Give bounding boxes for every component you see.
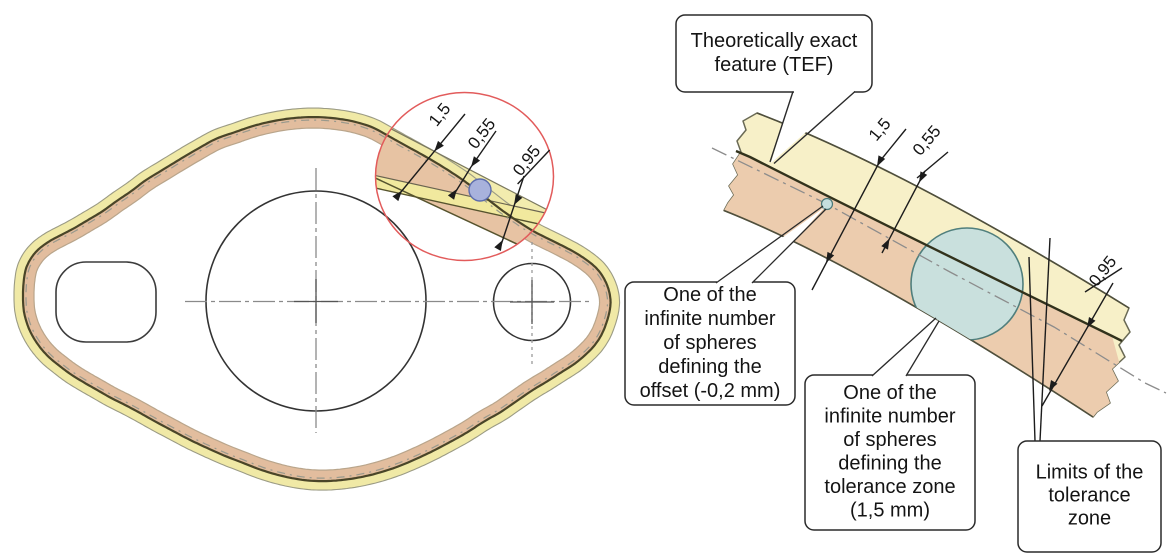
svg-text:One of the: One of the [843,382,936,404]
svg-text:(1,5 mm): (1,5 mm) [850,499,930,521]
svg-text:infinite number: infinite number [824,405,956,427]
svg-text:tolerance: tolerance [1048,485,1130,507]
svg-text:zone: zone [1068,508,1111,530]
svg-text:defining the: defining the [838,452,941,474]
svg-text:feature (TEF): feature (TEF) [715,54,834,76]
svg-text:infinite number: infinite number [644,308,776,330]
svg-text:offset (-0,2 mm): offset (-0,2 mm) [640,380,781,402]
svg-text:defining the: defining the [658,356,761,378]
svg-text:Theoretically exact: Theoretically exact [691,30,858,52]
svg-text:tolerance zone: tolerance zone [824,476,955,498]
svg-text:One of the: One of the [663,284,756,306]
svg-text:of spheres: of spheres [843,429,936,451]
svg-text:of spheres: of spheres [663,332,756,354]
svg-text:Limits of the: Limits of the [1036,462,1144,484]
